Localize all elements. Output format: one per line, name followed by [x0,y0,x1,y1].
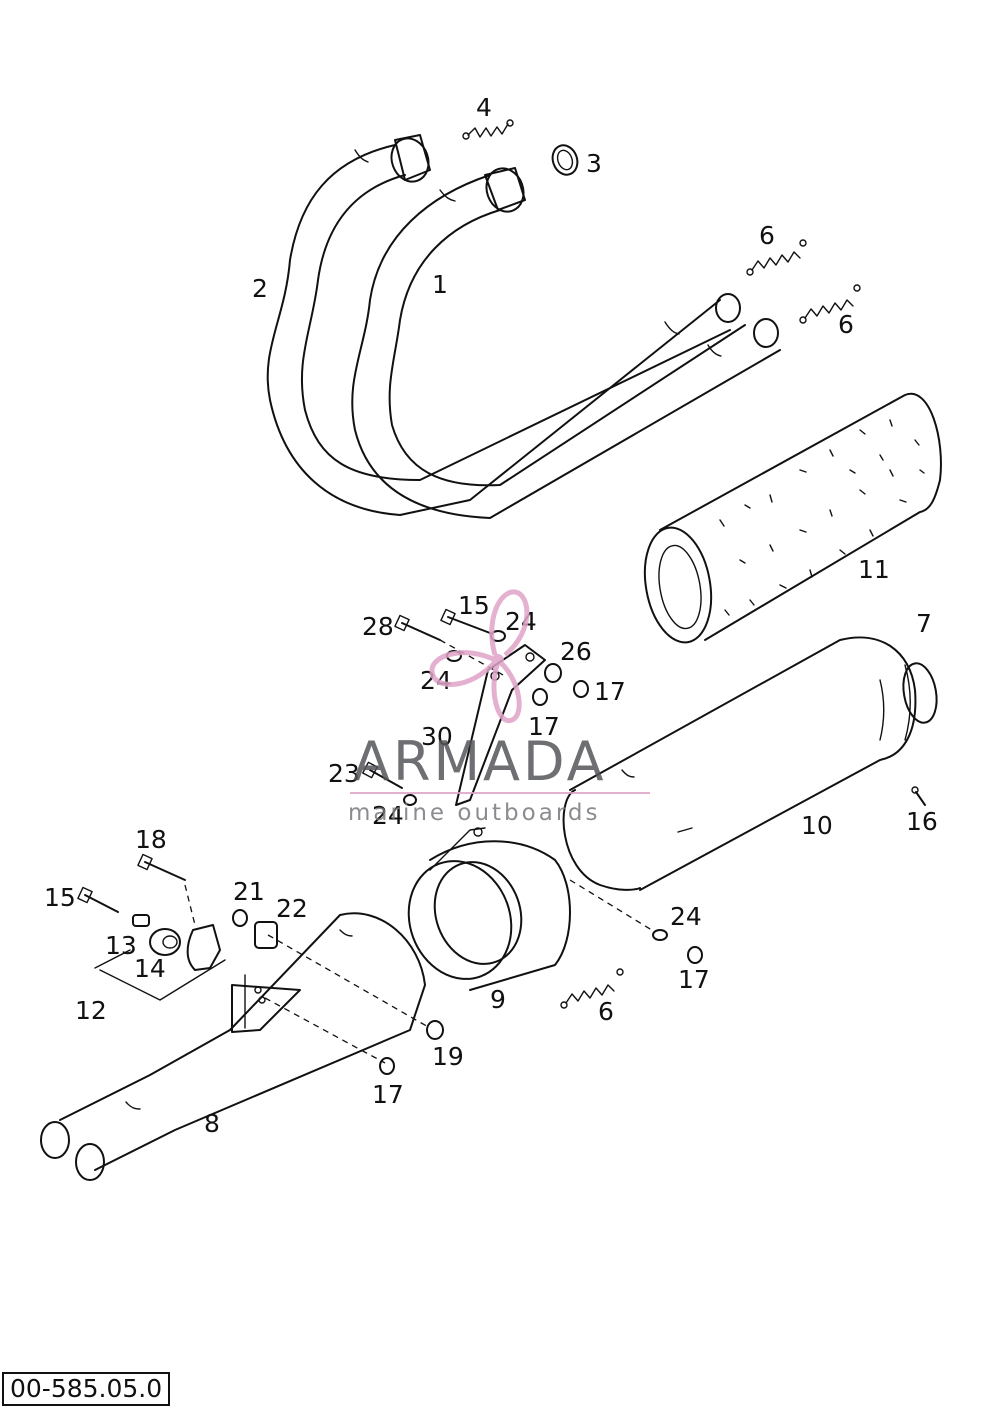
callout-19: 19 [432,1042,464,1071]
washer-21 [232,909,248,927]
callout-2: 2 [252,274,268,303]
callout-18: 18 [135,825,167,854]
spring-4 [462,119,514,140]
callout-17-bracket-right: 17 [594,677,626,706]
bolt-28 [394,614,441,641]
callout-17-ypipe: 17 [372,1080,404,1109]
drawing-id-label: 00-585.05.0 [2,1372,171,1406]
rubber-mount-14 [149,928,181,956]
silencer-10 [562,636,938,891]
callout-6-top: 6 [759,221,775,250]
callout-4: 4 [476,93,492,122]
callout-30: 30 [421,722,453,751]
watermark-brand: ARMADA [353,730,607,793]
nut-17-silencer [687,946,703,964]
spring-6-bottom [560,968,624,1009]
callout-26: 26 [560,637,592,666]
callout-28: 28 [362,612,394,641]
bolt-23 [362,761,403,789]
nut-17-bracket-lower [532,688,548,706]
callout-7: 7 [916,609,932,638]
callout-9: 9 [490,985,506,1014]
gasket-3 [551,144,579,176]
callout-17-silencer: 17 [678,965,710,994]
washer-24-bolt23 [403,794,417,806]
callout-10: 10 [801,811,833,840]
bolt-18 [137,853,186,881]
armada-logo-icon [429,589,530,724]
nut-17-ypipe [379,1057,395,1075]
callout-11: 11 [858,555,890,584]
callout-12: 12 [75,996,107,1025]
callout-8: 8 [204,1109,220,1138]
clamp-bracket-12 [186,924,221,971]
clamp-9 [407,827,571,991]
spacer-26 [544,663,562,683]
spring-6-top [746,239,807,276]
bolt-15-upper [440,608,491,634]
header-pipe-1 [351,167,781,519]
bolt-15-lower [77,886,119,913]
nut-17-bracket-right [573,680,589,698]
header-pipe-2 [266,134,731,516]
callout-15-lower: 15 [44,883,76,912]
nut-19 [426,1020,444,1040]
callout-21: 21 [233,877,265,906]
callout-16: 16 [906,807,938,836]
callout-22: 22 [276,894,308,923]
washer-24-silencer [652,929,668,941]
callout-1: 1 [432,270,448,299]
spring-6-middle [799,284,861,324]
callout-14: 14 [134,954,166,983]
y-pipe-8 [40,912,426,1181]
callout-17-bracket-lower: 17 [528,712,560,741]
spacer-22 [254,921,278,949]
watermark-tagline: marine outboards [348,800,600,826]
screw-16 [911,786,926,806]
callout-13: 13 [105,931,137,960]
callout-24-bolt23: 24 [372,801,404,830]
callout-6-bottom: 6 [598,997,614,1026]
callout-23: 23 [328,759,360,788]
callout-24-silencer: 24 [670,902,702,931]
callout-6-middle: 6 [838,310,854,339]
silencer-packing-11 [643,392,942,644]
sleeve-13 [132,914,150,927]
callout-3: 3 [586,149,602,178]
callout-15-upper: 15 [458,591,490,620]
